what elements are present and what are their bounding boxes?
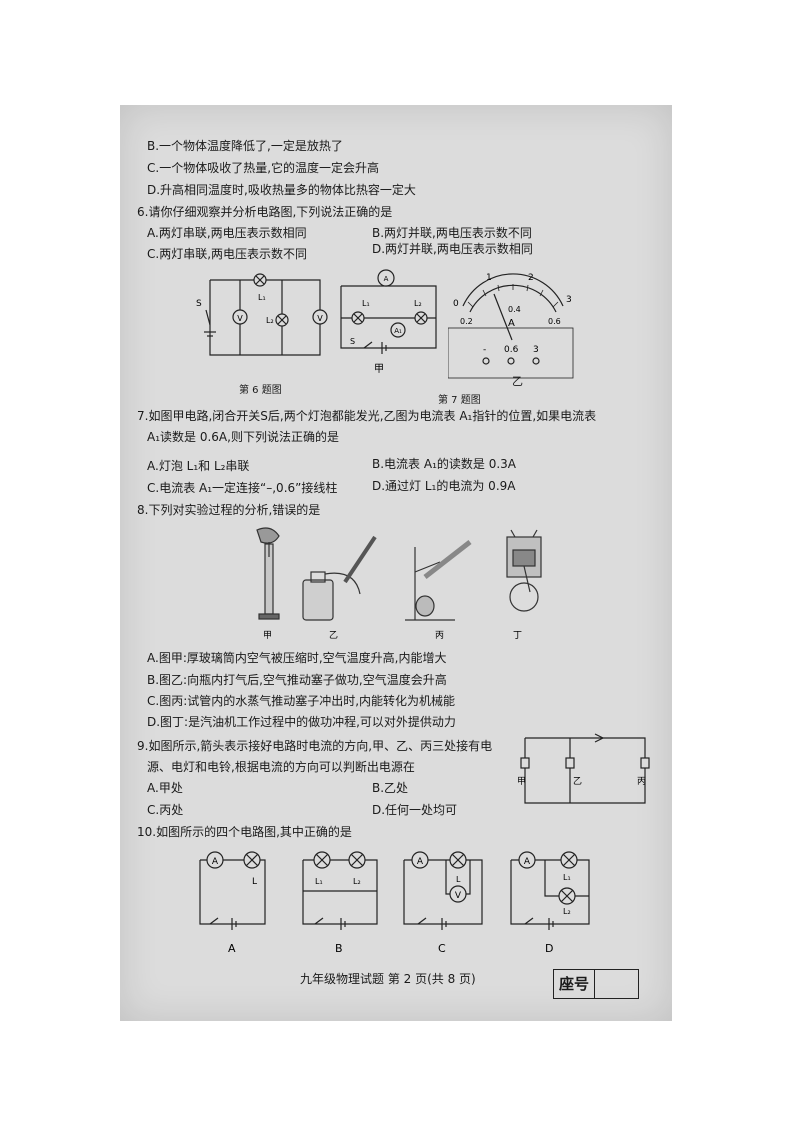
figure-6-circuit: V V S L₁ L₂	[196, 273, 328, 356]
ammeter-symbol: A	[417, 857, 424, 867]
q8-option-a: A.图甲:厚玻璃筒内空气被压缩时,空气温度升高,内能增大	[147, 651, 447, 665]
meter-tick-top-3: 3	[566, 295, 572, 305]
lamp-label: L	[252, 877, 257, 887]
q10-circuit-d: A L₁ L₂ D	[510, 851, 590, 955]
q9-label-yi: 乙	[573, 776, 582, 787]
q7-option-c: C.电流表 A₁一定连接“–,0.6”接线柱	[147, 481, 338, 495]
q6-stem: 6.请你仔细观察并分析电路图,下列说法正确的是	[137, 205, 393, 219]
q10-label-d: D	[545, 942, 553, 955]
meter-tick-top-1: 1	[486, 273, 492, 283]
q9-stem-line2: 源、电灯和电铃,根据电流的方向可以判断出电源在	[147, 760, 415, 774]
q10-label-a: A	[228, 942, 236, 955]
meter-tick-bottom-0.4: 0.4	[508, 305, 521, 314]
voltmeter-symbol: V	[237, 314, 243, 323]
q5-option-b: B.一个物体温度降低了,一定是放热了	[147, 139, 343, 153]
lamp-label-l2: L₂	[563, 907, 571, 916]
q8-label-jia: 甲	[263, 630, 272, 641]
q9-label-bing: 丙	[637, 776, 646, 787]
q7-option-d: D.通过灯 L₁的电流为 0.9A	[372, 479, 516, 493]
ammeter-symbol: A	[212, 857, 219, 867]
lamp-label-l1: L₁	[258, 293, 266, 302]
q6-option-a: A.两灯串联,两电压表示数相同	[147, 226, 307, 240]
q5-option-d: D.升高相同温度时,吸收热量多的物体比热容一定大	[147, 183, 416, 197]
meter-unit: A	[508, 318, 515, 329]
meter-tick-bottom-0.2: 0.2	[460, 317, 473, 326]
q7-option-b: B.电流表 A₁的读数是 0.3A	[372, 457, 516, 471]
meter-tick-bottom-0.6: 0.6	[548, 317, 561, 326]
terminal-3: 3	[533, 345, 539, 355]
figure-7-caption: 第 7 题图	[438, 395, 481, 406]
q10-label-b: B	[335, 942, 343, 955]
switch-label: S	[196, 299, 202, 309]
q9-circuit-figure: 甲 乙 丙	[517, 733, 650, 804]
figure-7-jia-label: 甲	[374, 364, 384, 375]
q9-option-d: D.任何一处均可	[372, 803, 458, 817]
q7-stem-line2: A₁读数是 0.6A,则下列说法正确的是	[147, 430, 339, 444]
q9-option-b: B.乙处	[372, 781, 409, 795]
voltmeter-symbol: V	[317, 314, 323, 323]
q7-option-a: A.灯泡 L₁和 L₂串联	[147, 459, 250, 473]
q8-option-b: B.图乙:向瓶内打气后,空气推动塞子做功,空气温度会升高	[147, 673, 447, 687]
q10-circuit-c: A V L C	[403, 851, 483, 955]
q8-label-yi: 乙	[329, 630, 338, 641]
ammeter-symbol: A	[524, 857, 531, 867]
lamp-label-l1: L₁	[563, 873, 571, 882]
q8-option-d: D.图丁:是汽油机工作过程中的做功冲程,可以对外提供动力	[147, 715, 456, 729]
terminal-0.6: 0.6	[504, 345, 519, 355]
ammeter-symbol: A	[384, 275, 389, 283]
q6-option-b: B.两灯并联,两电压表示数不同	[372, 226, 532, 240]
voltmeter-symbol: V	[455, 891, 462, 901]
q6-option-d: D.两灯并联,两电压表示数相同	[372, 242, 533, 256]
figure-7-yi-ammeter-dial: 0 1 2 3 0.2 0.4 0.6 A - 0.6 3	[448, 273, 574, 379]
lamp-label-l1: L₁	[315, 877, 323, 886]
ammeter-a1-symbol: A₁	[394, 327, 402, 335]
page-footer: 九年级物理试题 第 2 页(共 8 页)	[300, 972, 476, 986]
switch-label: S	[350, 337, 355, 346]
q7-stem-line1: 7.如图甲电路,闭合开关S后,两个灯泡都能发光,乙图为电流表 A₁指针的位置,如…	[137, 409, 597, 423]
q8-label-bing: 丙	[435, 630, 444, 641]
lamp-label-l2: L₂	[414, 299, 422, 308]
figure-6-caption: 第 6 题图	[239, 385, 282, 396]
q8-label-ding: 丁	[513, 631, 522, 641]
q8-option-c: C.图丙:试管内的水蒸气推动塞子冲出时,内能转化为机械能	[147, 694, 456, 708]
q10-stem: 10.如图所示的四个电路图,其中正确的是	[137, 825, 352, 839]
exam-page	[120, 105, 672, 1021]
q9-stem-line1: 9.如图所示,箭头表示接好电路时电流的方向,甲、乙、丙三处接有电	[137, 739, 493, 753]
q9-label-jia: 甲	[517, 776, 526, 787]
q10-circuit-a: A L A	[199, 851, 266, 955]
lamp-label-l2: L₂	[353, 877, 361, 886]
lamp-label: L	[456, 875, 461, 884]
q8-experiment-figures: 甲 乙 丙 丁	[256, 527, 542, 641]
q8-stem: 8.下列对实验过程的分析,错误的是	[137, 503, 321, 517]
seat-number-box: 座号	[553, 969, 639, 999]
q5-option-c: C.一个物体吸收了热量,它的温度一定会升高	[147, 161, 380, 175]
meter-tick-top-0: 0	[453, 299, 459, 309]
q9-option-a: A.甲处	[147, 781, 183, 795]
q10-label-c: C	[438, 942, 446, 955]
q9-option-c: C.丙处	[147, 803, 184, 817]
q6-option-c: C.两灯串联,两电压表示数不同	[147, 247, 308, 261]
seat-label: 座号	[554, 970, 595, 998]
figure-7-yi-label: 乙	[512, 375, 523, 388]
figure-7-jia-circuit: A A₁ L₁ L₂ S 甲	[340, 269, 437, 375]
lamp-label-l2: L₂	[266, 316, 274, 325]
lamp-label-l1: L₁	[362, 299, 370, 308]
meter-tick-top-2: 2	[528, 273, 534, 283]
q10-circuit-b: L₁ L₂ B	[302, 851, 378, 955]
terminal-negative: -	[483, 345, 486, 355]
